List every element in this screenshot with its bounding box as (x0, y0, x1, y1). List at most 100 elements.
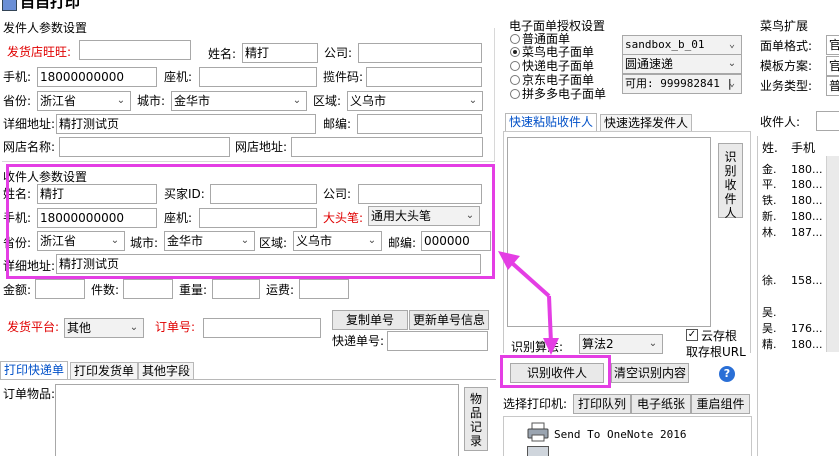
business-select[interactable]: 普 (826, 76, 839, 96)
list-row-name[interactable]: 林. (762, 226, 777, 239)
items-record-button[interactable]: 物品记录 (464, 387, 488, 451)
update-no-button[interactable]: 更新单号信息 (409, 310, 489, 330)
receiver-list[interactable] (757, 136, 839, 456)
shop-name-input[interactable] (59, 137, 230, 157)
platform-value: 其他 (67, 321, 92, 335)
platform-select[interactable]: 其他⌄ (64, 318, 144, 338)
electronic-paper-button[interactable]: 电子纸张 (631, 394, 691, 414)
list-row-name[interactable]: 新. (762, 210, 777, 223)
receiver-province-select[interactable]: 浙江省⌄ (37, 231, 125, 251)
platform-label: 发货平台: (7, 320, 60, 334)
restart-component-button[interactable]: 重启组件 (691, 394, 750, 414)
chevron-down-icon: ⌄ (728, 78, 736, 89)
env-select[interactable]: sandbox_b_01⌄ (622, 35, 742, 55)
amount-input[interactable] (35, 279, 85, 299)
list-header-mobile[interactable]: 手机 (791, 141, 816, 155)
receiver-district-select[interactable]: 义乌市⌄ (293, 231, 382, 251)
algo-select[interactable]: 算法2⌄ (579, 334, 663, 354)
sender-district-select[interactable]: 义乌市⌄ (347, 91, 483, 111)
list-row-mobile[interactable]: 176... (791, 322, 823, 335)
tracking-no-input[interactable] (387, 331, 488, 351)
radio-express-waybill[interactable]: 快递电子面单 (510, 60, 594, 73)
clear-recognize-button[interactable]: 清空识别内容 (611, 363, 689, 383)
list-row-mobile[interactable]: 180... (791, 210, 823, 223)
sender-phone-input[interactable] (199, 67, 317, 87)
sender-zip-input[interactable] (357, 114, 482, 134)
tab-print-express[interactable]: 打印快递单 (0, 361, 69, 380)
tab-other-fields[interactable]: 其他字段 (138, 362, 195, 380)
chevron-down-icon: ⌄ (110, 235, 120, 246)
pieces-label: 件数: (91, 283, 120, 297)
tab-quick-paste-receiver[interactable]: 快速粘贴收件人 (505, 113, 598, 132)
cloud-store-checkbox[interactable]: ✓ (686, 329, 698, 341)
receiver-mobile-input[interactable]: 18000000000 (37, 208, 157, 228)
sender-address-input[interactable]: 精打测试页 (56, 114, 316, 134)
chevron-down-icon: ⌄ (727, 58, 737, 69)
radio-label: 拼多多电子面单 (522, 87, 607, 101)
radio-cainiao-waybill[interactable]: 菜鸟电子面单 (510, 46, 594, 59)
items-textarea[interactable] (55, 384, 459, 456)
order-no-label: 订单号: (155, 320, 196, 334)
receiver-phone-input[interactable] (199, 208, 317, 228)
list-row-name[interactable]: 金. (762, 163, 777, 176)
list-row-mobile[interactable]: 180... (791, 163, 823, 176)
radio-jd-waybill[interactable]: 京东电子面单 (510, 74, 594, 87)
list-row-name[interactable]: 精. (762, 338, 777, 351)
printer-item[interactable]: Send To OneNote 2016 (554, 428, 687, 441)
recognize-receiver-button[interactable]: 识别收件人 (510, 363, 604, 383)
title-bar: 自自打印 (0, 0, 300, 12)
tab-print-delivery[interactable]: 打印发货单 (70, 362, 139, 380)
sender-city-select[interactable]: 金华市⌄ (171, 91, 307, 111)
template-select[interactable]: 官 (826, 56, 839, 76)
sender-address-label: 详细地址: (3, 117, 56, 131)
weight-label: 重量: (179, 283, 208, 297)
shop-url-input[interactable] (291, 137, 483, 157)
help-icon[interactable]: ? (719, 366, 735, 382)
list-row-mobile[interactable]: 180... (791, 194, 823, 207)
list-row-mobile[interactable]: 180... (791, 338, 823, 351)
list-header-name[interactable]: 姓. (762, 141, 778, 155)
face-format-select[interactable]: 官 (826, 35, 839, 55)
receiver-zip-input[interactable]: 000000 (421, 231, 491, 251)
buyer-id-input[interactable] (210, 184, 317, 204)
radio-pdd-waybill[interactable]: 拼多多电子面单 (510, 88, 606, 101)
list-row-mobile[interactable]: 180... (791, 178, 823, 191)
shop-wangwang-input[interactable] (79, 40, 191, 60)
fetch-store-url-label[interactable]: 取存根URL (686, 345, 746, 359)
sender-company-input[interactable] (358, 43, 482, 63)
list-row-mobile[interactable]: 187... (791, 226, 823, 239)
order-no-input[interactable] (203, 318, 321, 338)
freight-input[interactable] (299, 279, 349, 299)
list-row-name[interactable]: 吴. (762, 306, 777, 319)
receiver-address-input[interactable]: 精打测试页 (56, 254, 481, 274)
list-row-name[interactable]: 平. (762, 178, 777, 191)
receiver-mobile-label: 手机: (3, 211, 32, 225)
list-row-name[interactable]: 铁. (762, 194, 777, 207)
list-row-name[interactable]: 徐. (762, 274, 777, 287)
sender-name-input[interactable]: 精打 (242, 43, 318, 63)
list-row-name[interactable]: 吴. (762, 322, 777, 335)
express-select[interactable]: 圆通速递⌄ (622, 54, 742, 74)
pickup-code-input[interactable] (366, 67, 482, 87)
side-recognize-button[interactable]: 识别收件人 (718, 143, 743, 220)
receiver-list-filter[interactable] (816, 111, 839, 131)
copy-no-button[interactable]: 复制单号 (332, 310, 408, 330)
receiver-company-input[interactable] (358, 184, 482, 204)
list-row-mobile[interactable]: 158... (791, 274, 823, 287)
sender-city-label: 城市: (137, 94, 166, 108)
receiver-name-input[interactable]: 精打 (37, 184, 157, 204)
print-queue-button[interactable]: 打印队列 (573, 394, 631, 414)
sender-province-select[interactable]: 浙江省⌄ (37, 91, 131, 111)
paste-textarea[interactable] (507, 137, 711, 327)
tab-quick-select-sender[interactable]: 快速选择发件人 (600, 114, 693, 132)
radio-normal-waybill[interactable]: 普通面单 (510, 33, 570, 46)
pieces-input[interactable] (123, 279, 173, 299)
big-head-pen-select[interactable]: 通用大头笔⌄ (368, 206, 480, 226)
side-recognize-label: 识别收件人 (724, 150, 737, 220)
available-select[interactable]: 可用: 999982841 |⌄ (622, 74, 742, 94)
receiver-city-select[interactable]: 金华市⌄ (164, 231, 255, 251)
sender-mobile-input[interactable]: 18000000000 (37, 67, 157, 87)
weight-input[interactable] (212, 279, 260, 299)
receiver-name-label: 姓名: (3, 187, 32, 201)
list-scrollbar[interactable] (826, 156, 839, 352)
